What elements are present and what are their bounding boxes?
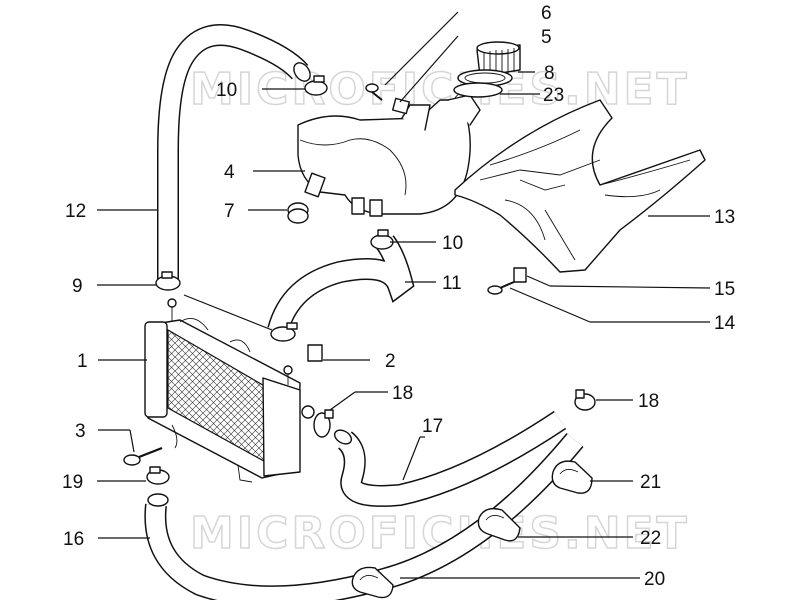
clamp-18-right [574, 389, 596, 411]
callout-label: 18 [392, 383, 413, 404]
clip-2 [307, 344, 323, 362]
filler-cap [476, 41, 521, 77]
callout-label: 3 [75, 421, 86, 442]
screw-3 [123, 446, 163, 466]
callout-label: 14 [714, 313, 736, 334]
callout-numbers: 6 5 8 23 10 4 7 12 10 11 9 13 15 14 1 2 … [62, 3, 736, 590]
callout-label: 10 [442, 233, 463, 254]
clamp-10-top [304, 75, 328, 96]
gasket [453, 82, 503, 98]
callout-label: 13 [714, 207, 735, 228]
clamp-9b [270, 322, 298, 342]
callout-label: 15 [714, 279, 735, 300]
hose-holder-20 [351, 566, 394, 599]
expansion-tank [297, 89, 481, 217]
clip-15 [513, 267, 527, 283]
clamp-19 [146, 466, 170, 485]
screw-6 [365, 83, 383, 101]
callout-label: 23 [543, 85, 564, 106]
callout-label: 4 [224, 162, 235, 183]
hose-holder-22 [477, 507, 521, 542]
hose-17 [333, 410, 567, 507]
cover [454, 99, 706, 273]
callout-label: 9 [72, 276, 83, 297]
clamp-18-left [313, 409, 334, 438]
callout-label: 6 [541, 3, 552, 24]
callout-label: 5 [541, 27, 552, 48]
callout-label: 22 [640, 528, 661, 549]
hose-holder-21 [551, 460, 593, 494]
callout-label: 7 [224, 201, 235, 222]
callout-label: 1 [77, 351, 88, 372]
callout-label: 11 [442, 273, 462, 294]
hose-11 [267, 235, 415, 334]
leader-lines [97, 11, 711, 579]
callout-label: 16 [63, 529, 84, 550]
callout-label: 10 [216, 80, 237, 101]
radiator [144, 298, 315, 483]
clamp-9 [155, 271, 181, 291]
callout-label: 8 [544, 63, 555, 84]
callout-label: 21 [640, 472, 661, 493]
callout-label: 17 [422, 416, 443, 437]
clip-tank [391, 97, 411, 115]
callout-label: 19 [62, 472, 83, 493]
grommet-7 [287, 202, 309, 224]
callout-label: 20 [644, 569, 665, 590]
hose-12 [157, 24, 311, 282]
clamp-10-mid [370, 229, 394, 250]
callout-label: 12 [65, 201, 86, 222]
screw-14 [487, 281, 515, 295]
callout-label: 18 [638, 391, 659, 412]
callout-label: 2 [385, 351, 396, 372]
